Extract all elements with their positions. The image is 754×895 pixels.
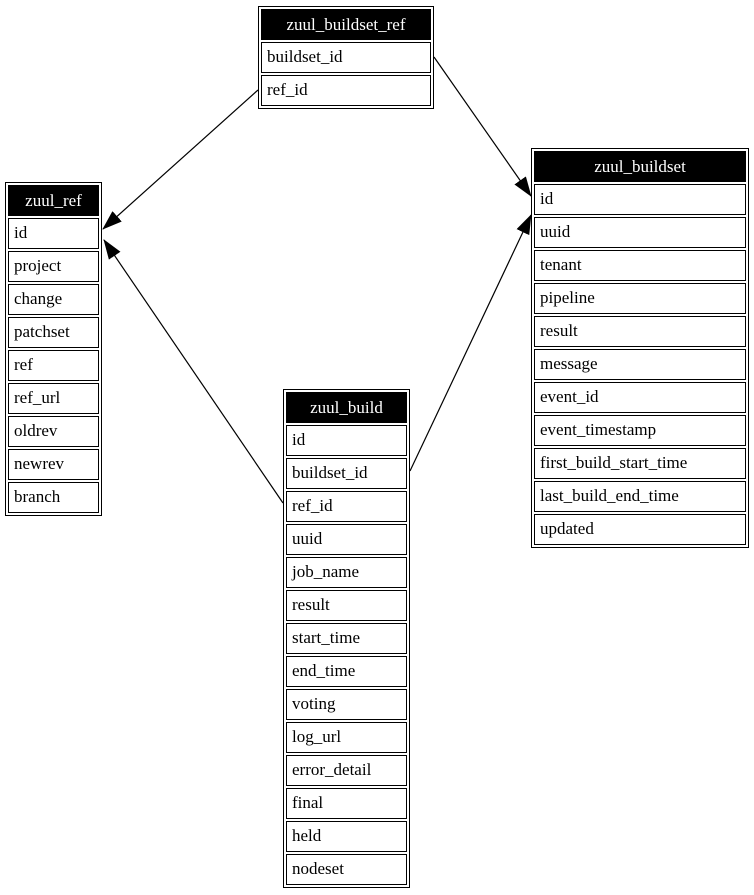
column-row-zuul_build-id: id xyxy=(286,425,407,456)
relation-edge-zuul_build.buildset_id-to-zuul_buildset.id xyxy=(409,214,532,472)
column-row-zuul_buildset-message: message xyxy=(534,349,746,380)
table-title-zuul_ref: zuul_ref xyxy=(8,185,99,216)
column-row-zuul_ref-patchset: patchset xyxy=(8,317,99,348)
column-row-zuul_buildset-id: id xyxy=(534,184,746,215)
column-row-zuul_ref-project: project xyxy=(8,251,99,282)
column-row-zuul_ref-branch: branch xyxy=(8,482,99,513)
column-row-zuul_build-result: result xyxy=(286,590,407,621)
column-row-zuul_build-log_url: log_url xyxy=(286,722,407,753)
column-row-zuul_build-uuid: uuid xyxy=(286,524,407,555)
column-row-zuul_build-voting: voting xyxy=(286,689,407,720)
column-row-zuul_build-job_name: job_name xyxy=(286,557,407,588)
column-row-zuul_ref-change: change xyxy=(8,284,99,315)
column-row-zuul_ref-id: id xyxy=(8,218,99,249)
relation-edge-zuul_buildset_ref.ref_id-to-zuul_ref.id xyxy=(102,89,259,230)
column-row-zuul_ref-ref_url: ref_url xyxy=(8,383,99,414)
table-title-zuul_buildset_ref: zuul_buildset_ref xyxy=(261,9,431,40)
column-row-zuul_ref-oldrev: oldrev xyxy=(8,416,99,447)
relation-edge-zuul_build.ref_id-to-zuul_ref.id xyxy=(103,239,284,504)
column-row-zuul_build-nodeset: nodeset xyxy=(286,854,407,885)
table-title-zuul_build: zuul_build xyxy=(286,392,407,423)
column-row-zuul_build-ref_id: ref_id xyxy=(286,491,407,522)
column-row-zuul_buildset-tenant: tenant xyxy=(534,250,746,281)
column-row-zuul_build-final: final xyxy=(286,788,407,819)
column-row-zuul_buildset_ref-ref_id: ref_id xyxy=(261,75,431,106)
column-row-zuul_buildset-pipeline: pipeline xyxy=(534,283,746,314)
column-row-zuul_build-held: held xyxy=(286,821,407,852)
column-row-zuul_build-end_time: end_time xyxy=(286,656,407,687)
column-row-zuul_buildset-result: result xyxy=(534,316,746,347)
column-row-zuul_buildset_ref-buildset_id: buildset_id xyxy=(261,42,431,73)
column-row-zuul_ref-newrev: newrev xyxy=(8,449,99,480)
column-row-zuul_buildset-last_build_end_time: last_build_end_time xyxy=(534,481,746,512)
column-row-zuul_build-start_time: start_time xyxy=(286,623,407,654)
table-title-zuul_buildset: zuul_buildset xyxy=(534,151,746,182)
column-row-zuul_buildset-event_timestamp: event_timestamp xyxy=(534,415,746,446)
column-row-zuul_buildset-uuid: uuid xyxy=(534,217,746,248)
column-row-zuul_buildset-updated: updated xyxy=(534,514,746,545)
column-row-zuul_build-buildset_id: buildset_id xyxy=(286,458,407,489)
column-row-zuul_ref-ref: ref xyxy=(8,350,99,381)
column-row-zuul_buildset-event_id: event_id xyxy=(534,382,746,413)
column-row-zuul_buildset-first_build_start_time: first_build_start_time xyxy=(534,448,746,479)
relation-edge-zuul_buildset_ref.buildset_id-to-zuul_buildset.id xyxy=(433,56,532,197)
column-row-zuul_build-error_detail: error_detail xyxy=(286,755,407,786)
